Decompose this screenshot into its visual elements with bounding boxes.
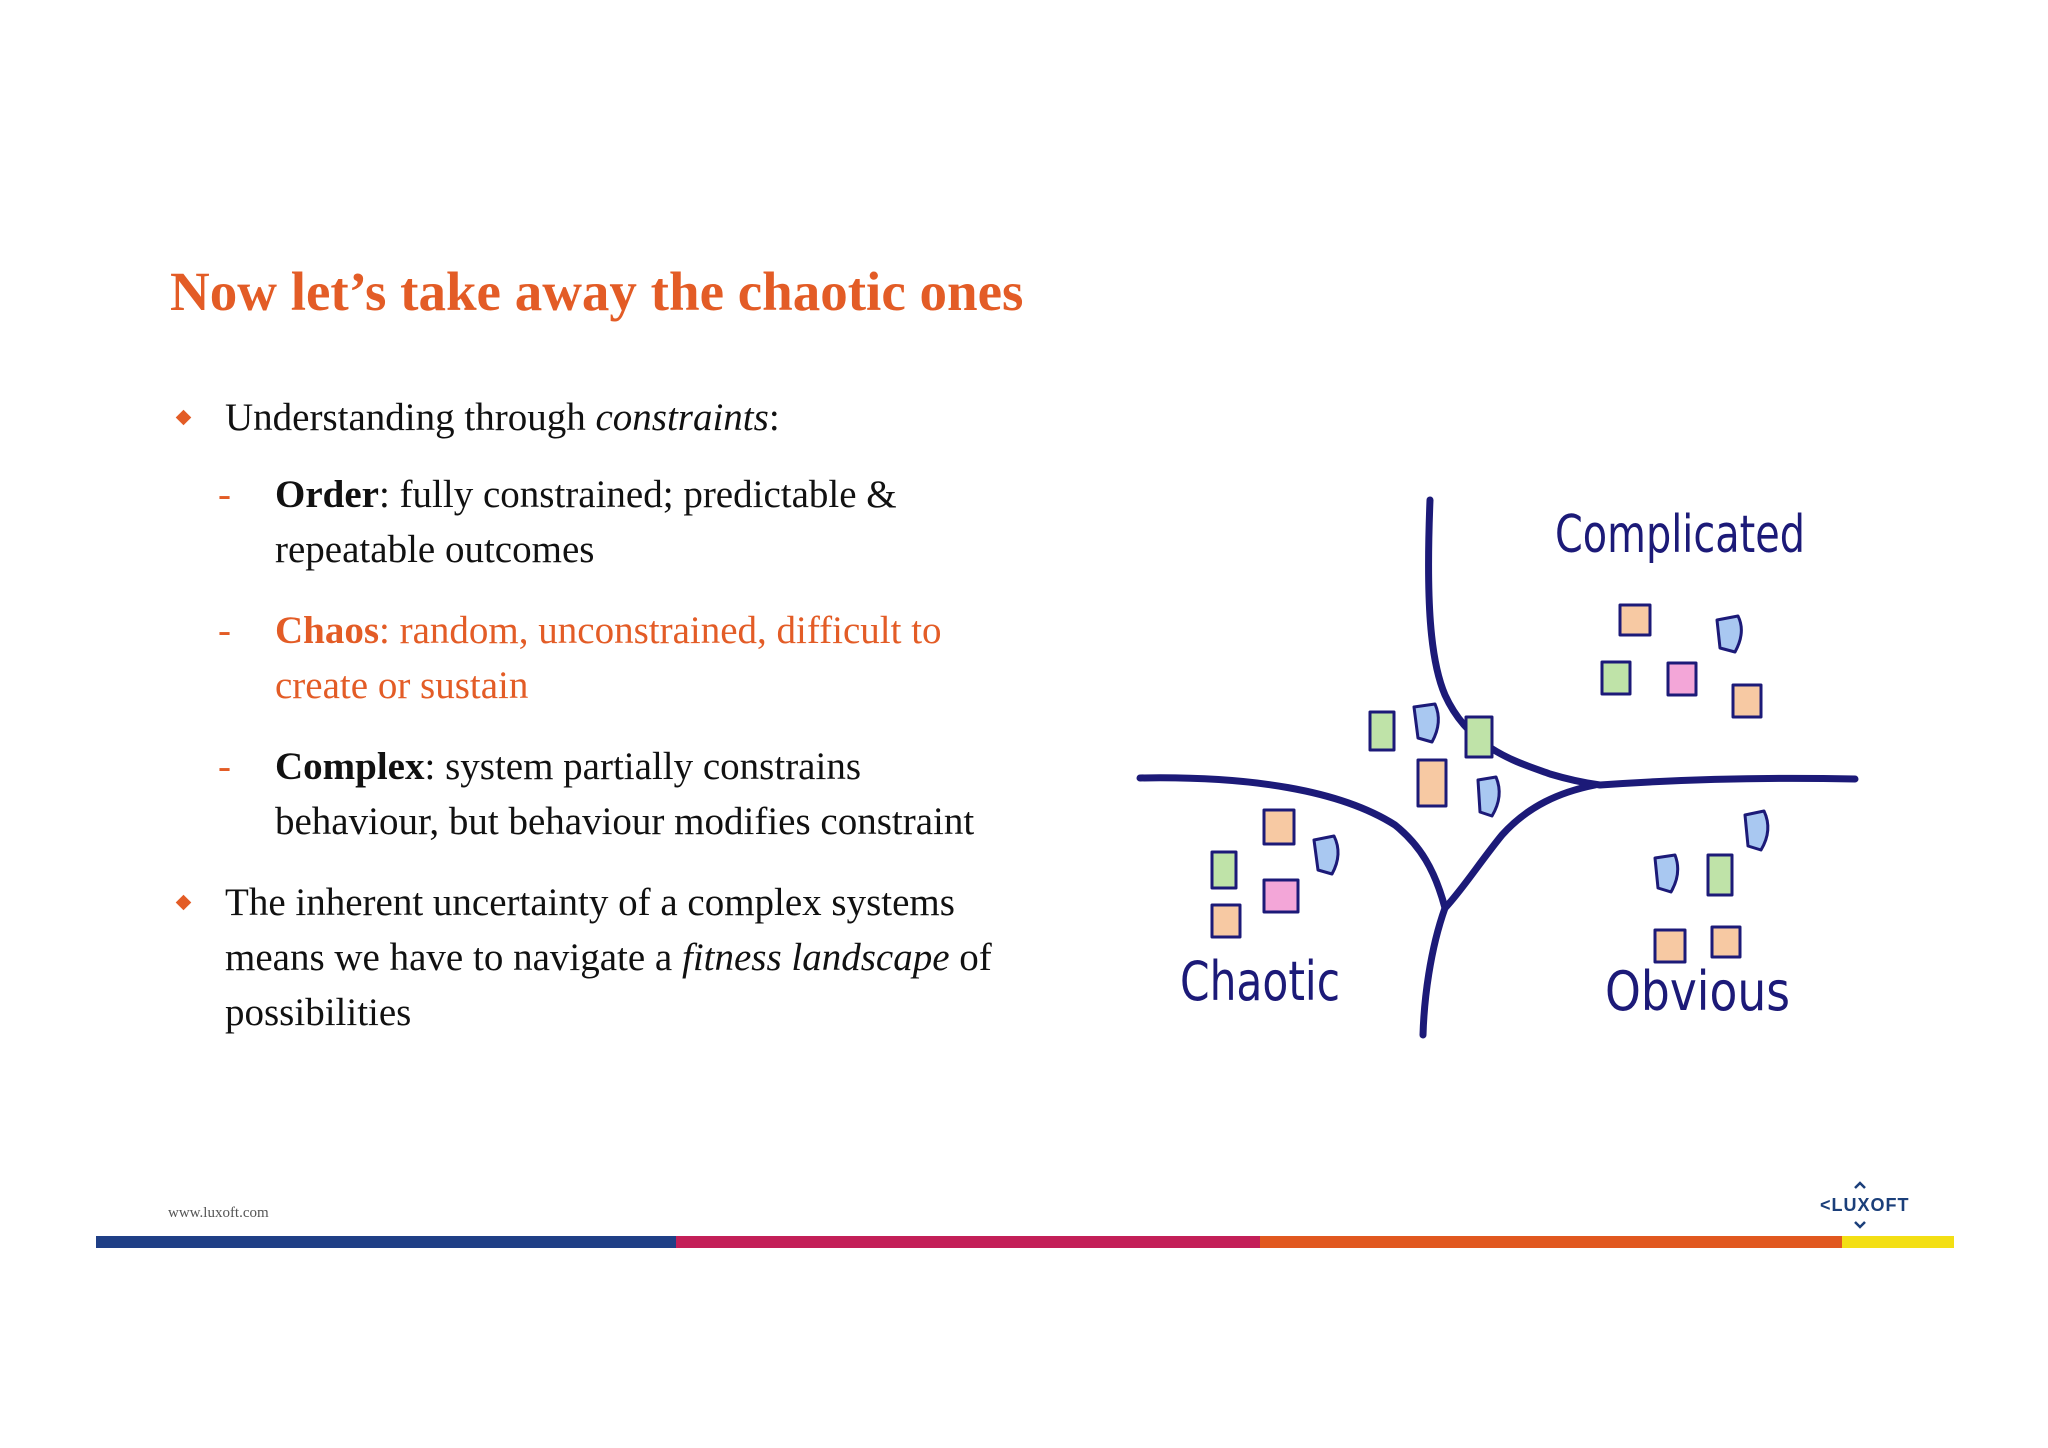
sticky-note	[1743, 809, 1770, 852]
dash-bullet: -	[218, 745, 231, 788]
sticky-notes	[1210, 603, 1770, 964]
sticky-note	[1731, 683, 1763, 719]
sticky-note	[1210, 850, 1238, 890]
slide-title: Now let’s take away the chaotic ones	[170, 261, 1024, 322]
label-chaotic: Chaotic	[1180, 950, 1340, 1013]
sub-item-term: Order	[275, 473, 379, 516]
sticky-note	[1412, 702, 1440, 744]
footer-bar-yellow	[1842, 1236, 1954, 1248]
boundary-horizontal-left	[1136, 774, 1449, 912]
sub-item-term: Chaos	[275, 609, 380, 652]
sub-item-complex: - Complex: system partially constrains b…	[170, 739, 1030, 849]
boundary-center-branch	[1441, 781, 1599, 912]
bullet-text-after: of possibilities	[225, 936, 992, 1034]
sticky-note	[1312, 834, 1340, 876]
label-complicated: Complicated	[1555, 505, 1805, 565]
sticky-note	[1715, 614, 1743, 654]
sticky-note	[1416, 758, 1448, 808]
sticky-note	[1706, 853, 1734, 897]
sticky-note	[1666, 661, 1698, 697]
sticky-note	[1600, 660, 1632, 696]
footer-bar-red	[676, 1236, 1260, 1248]
sticky-note	[1464, 715, 1494, 759]
sub-item-description: : system partially constrains behaviour,…	[275, 745, 975, 843]
diamond-bullet-icon	[175, 409, 192, 426]
sticky-note	[1210, 903, 1242, 939]
sticky-note	[1476, 775, 1501, 818]
footer-bar-blue	[96, 1236, 676, 1248]
diamond-bullet-icon	[175, 894, 192, 911]
sub-item-term: Complex	[275, 745, 425, 788]
bullet-uncertainty: The inherent uncertainty of a complex sy…	[170, 875, 1030, 1040]
sub-item-description: : random, unconstrained, difficult to cr…	[275, 609, 942, 707]
boundary-vertical-lower	[1419, 904, 1449, 1039]
footer-bar-orange	[1260, 1236, 1842, 1248]
bullet-constraints: Understanding through constraints:	[170, 390, 1030, 445]
sticky-note	[1710, 925, 1742, 959]
logo-chevrons-icon	[1854, 1181, 1866, 1229]
dash-bullet: -	[218, 609, 231, 652]
cynefin-diagram: Complicated Chaotic Obvious	[1136, 496, 1859, 1039]
sub-item-chaos: - Chaos: random, unconstrained, difficul…	[170, 603, 1030, 713]
slide-content: Understanding through constraints: - Ord…	[170, 390, 1030, 1062]
bullet-emphasis: constraints	[595, 396, 769, 439]
sticky-note	[1262, 878, 1300, 914]
logo-text: <LUXOFT	[1820, 1195, 1910, 1215]
label-obvious: Obvious	[1605, 960, 1790, 1023]
dash-bullet: -	[218, 473, 231, 516]
bullet-text: Understanding through	[225, 396, 596, 439]
boundary-horizontal-right	[1596, 774, 1859, 789]
sticky-note	[1262, 808, 1296, 846]
domain-labels: Complicated Chaotic Obvious	[1180, 505, 1805, 1023]
footer-url: www.luxoft.com	[168, 1205, 269, 1221]
bullet-emphasis: fitness landscape	[681, 936, 950, 979]
sticky-note	[1653, 928, 1687, 964]
bullet-text-after: :	[768, 396, 780, 439]
sub-item-description: : fully constrained; predictable & repea…	[275, 473, 897, 571]
sticky-note	[1653, 853, 1680, 894]
sticky-note	[1618, 603, 1652, 637]
bullet-text: The inherent uncertainty of a complex sy…	[225, 881, 955, 979]
sticky-note	[1368, 710, 1396, 752]
luxoft-logo: <LUXOFT	[1820, 1178, 1920, 1238]
sub-item-order: - Order: fully constrained; predictable …	[170, 467, 1030, 577]
